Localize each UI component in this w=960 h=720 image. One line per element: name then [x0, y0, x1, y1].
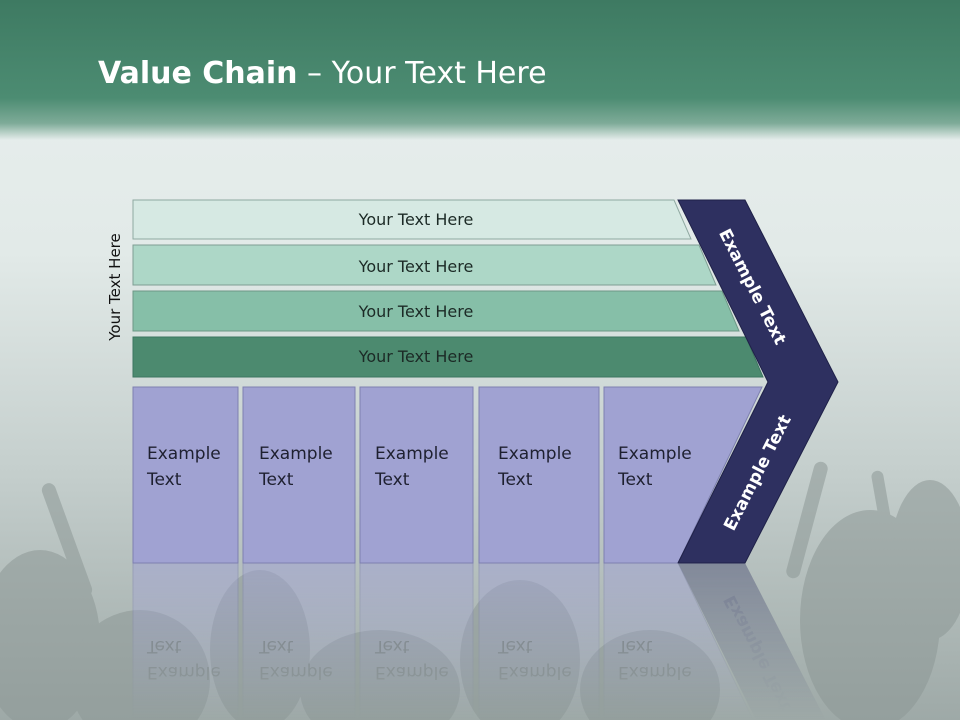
- box-3-reflection: [359, 562, 474, 720]
- box-5-reflection-line2: Text: [617, 636, 653, 656]
- box-2-line2: Text: [258, 470, 294, 490]
- page-title: Value Chain – Your Text Here: [98, 52, 547, 96]
- box-4-line1: Example: [498, 444, 572, 464]
- title-rest: – Your Text Here: [297, 56, 547, 91]
- bar-1-label: Your Text Here: [358, 210, 474, 229]
- box-3: [359, 386, 474, 564]
- box-1-reflection-line2: Text: [146, 636, 182, 656]
- box-4: [478, 386, 600, 564]
- box-5-line1: Example: [618, 444, 692, 464]
- box-4-reflection: [478, 562, 600, 720]
- box-2-line1: Example: [259, 444, 333, 464]
- bar-2-label: Your Text Here: [358, 257, 474, 276]
- box-4-reflection-line1: Example: [498, 662, 572, 682]
- box-5-line2: Text: [617, 470, 653, 490]
- chevron-reflection: [678, 563, 826, 720]
- bar-3: [132, 290, 740, 332]
- box-4-reflection-line2: Text: [497, 636, 533, 656]
- box-3-reflection-line1: Example: [375, 662, 449, 682]
- box-3-line2: Text: [374, 470, 410, 490]
- box-1: [132, 386, 239, 564]
- box-1-line1: Example: [147, 444, 221, 464]
- box-2-reflection: [242, 562, 356, 720]
- box-1-reflection: [132, 562, 239, 720]
- header-band: [0, 0, 960, 140]
- box-5-reflection-line1: Example: [618, 662, 692, 682]
- title-bold: Value Chain: [98, 56, 298, 91]
- reflection: Example Text Example Text Example Text E…: [132, 562, 826, 720]
- box-1-reflection-line1: Example: [147, 662, 221, 682]
- bar-3-label: Your Text Here: [358, 302, 474, 321]
- bar-1: [132, 199, 692, 240]
- box-2: [242, 386, 356, 564]
- box-1-line2: Text: [146, 470, 182, 490]
- box-3-line1: Example: [375, 444, 449, 464]
- box-3-reflection-line2: Text: [374, 636, 410, 656]
- bar-4-label: Your Text Here: [358, 347, 474, 366]
- bar-4: [132, 336, 764, 378]
- box-4-line2: Text: [497, 470, 533, 490]
- bar-2: [132, 244, 717, 286]
- box-2-reflection-line1: Example: [259, 662, 333, 682]
- box-2-reflection-line2: Text: [258, 636, 294, 656]
